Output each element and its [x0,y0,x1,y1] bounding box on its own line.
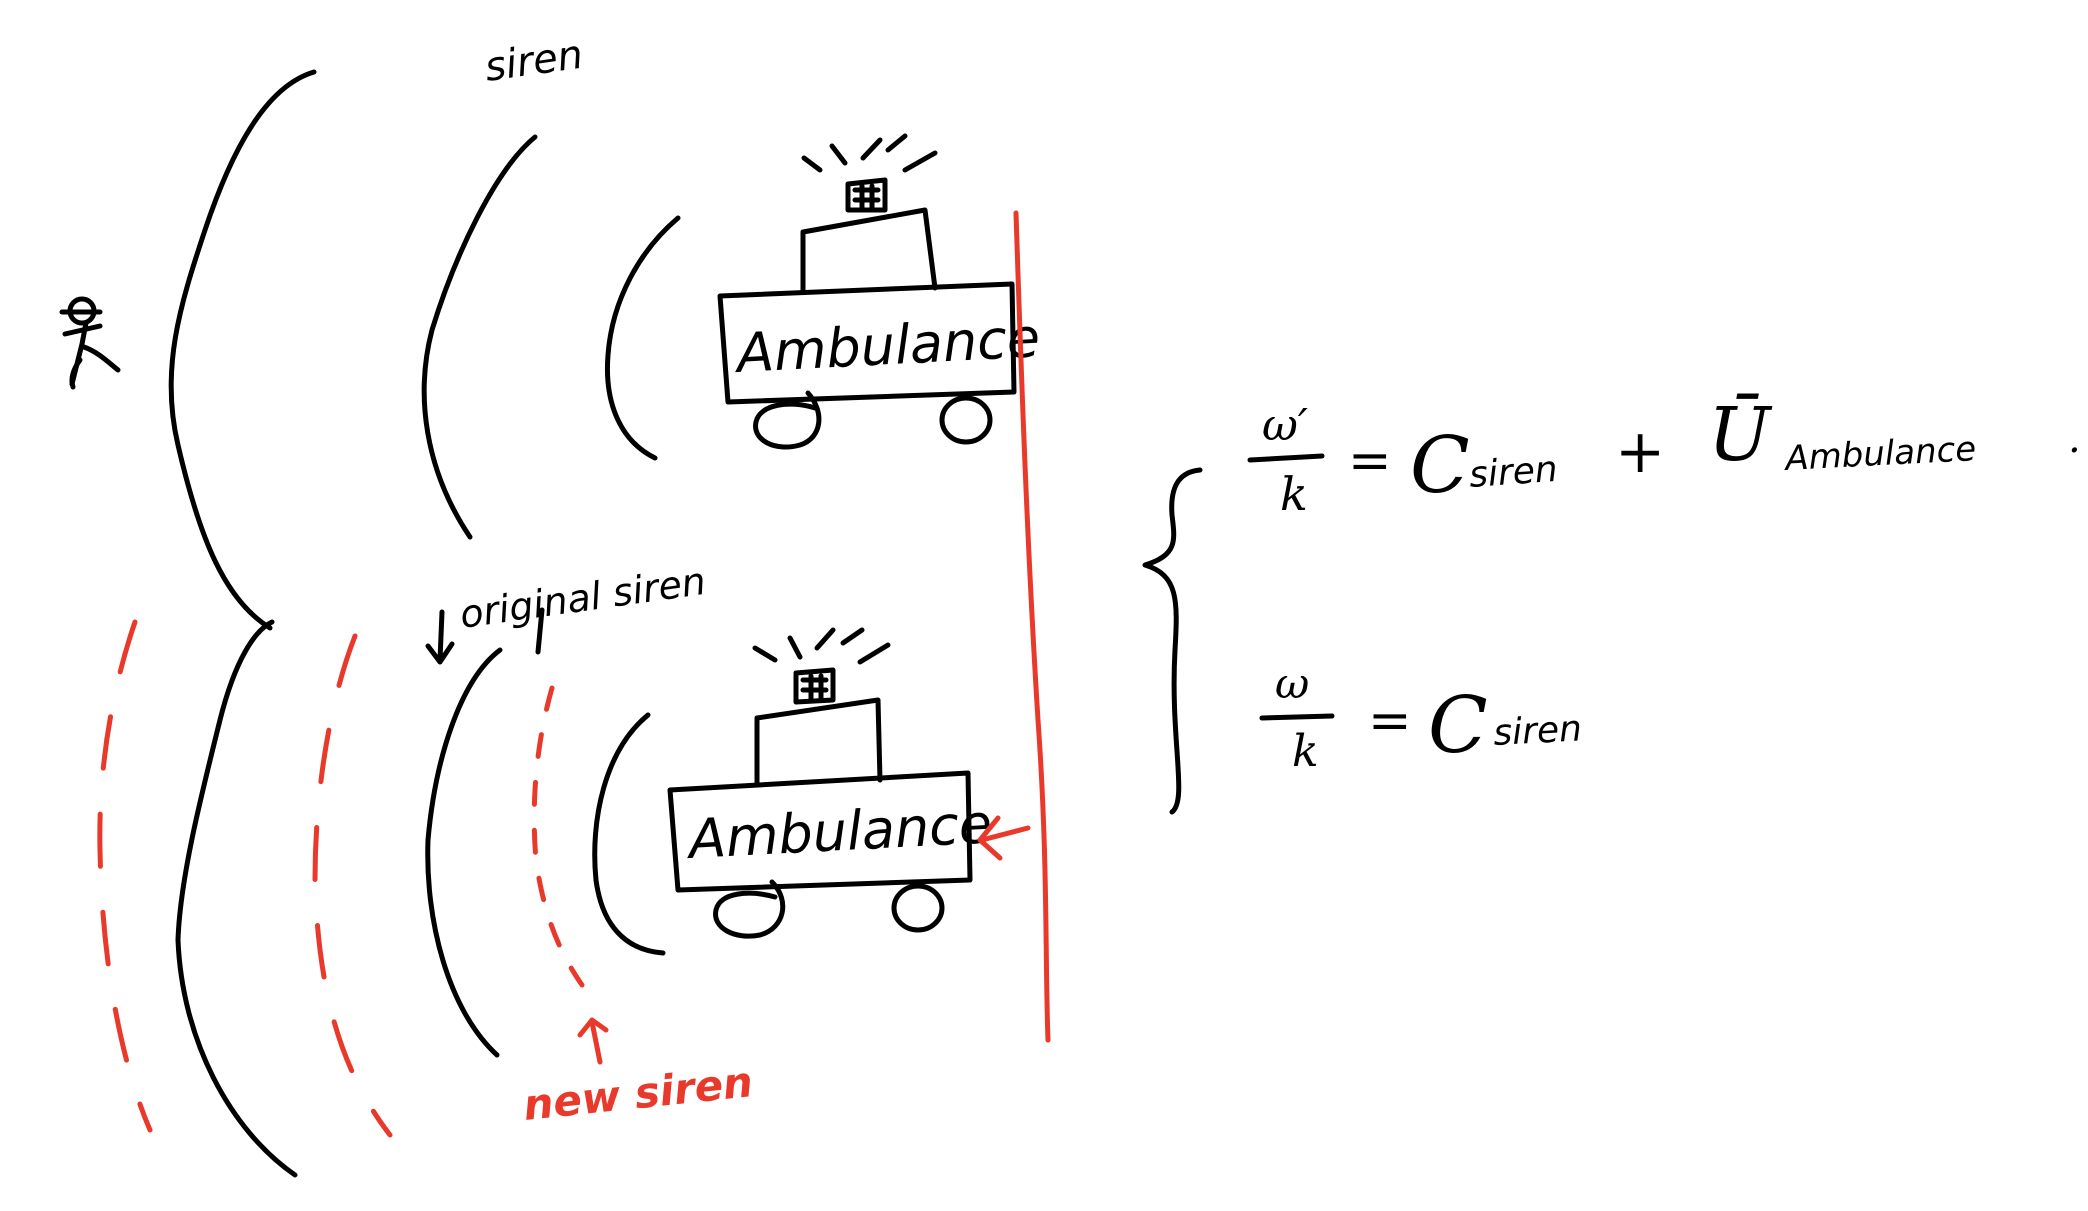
top-scene: siren Ambulance [59,32,1051,1043]
ambulance-top-cabin [800,207,938,293]
bottom-wave-outer [175,619,298,1178]
eq-bottom-numerator: ω [1275,659,1309,708]
bottom-wavefronts [175,619,666,1178]
equation-top: ω′ k = C siren + Ū Ambulance . [1247,392,2081,521]
listener-figure [59,296,121,390]
eq-bottom-c: C [1428,681,1488,771]
ambulance-bottom-label: Ambulance [684,792,993,871]
eq-bottom-c-sub: siren [1492,708,1583,754]
red-wave-middle [312,633,393,1138]
ambulance-top-wheel-left [753,390,822,450]
red-dashed-wavefronts [97,619,585,1138]
ambulance-bottom-rays-right [814,627,891,665]
ambulance-bottom-body [667,770,973,893]
bottom-wave-middle [425,647,503,1058]
curly-brace [1142,467,1203,815]
ambulance-top-rays-right [860,133,938,173]
ambulance-bottom-cabin [754,697,883,787]
eq-top-dot: . [2068,416,2081,462]
equations-group: ω′ k = C siren + Ū Ambulance . ω k = C s… [1142,392,2081,815]
equation-bottom: ω k = C siren [1259,659,1583,777]
eq-top-fraction-bar [1247,453,1325,463]
eq-top-denominator: k [1280,467,1308,521]
top-wave-middle [421,134,538,540]
ambulance-bottom-beacon [793,667,836,705]
ambulance-top: Ambulance [717,133,1042,450]
red-vertical-line [1013,210,1051,1043]
arrow-original-siren-left [425,609,455,665]
bottom-scene: original siren Ambulance [97,559,1031,1178]
eq-top-u-sub: Ambulance [1782,429,1977,479]
red-wave-outer [97,619,153,1133]
ambulance-bottom-wheel-left [713,879,786,939]
top-wave-outer [168,69,317,631]
ambulance-bottom: Ambulance [667,627,994,939]
red-arrow-left [977,815,1031,861]
eq-top-u: Ū [1708,392,1773,478]
eq-top-equals: = [1348,431,1392,491]
label-original-siren: original siren [457,559,708,637]
arrow-original-siren-right [535,607,545,655]
eq-top-numerator: ω′ [1262,400,1308,451]
label-siren-top: siren [482,32,586,91]
ambulance-top-wheel-right [939,395,993,445]
bottom-wave-inner [592,712,666,956]
ambulance-top-beacon [845,177,888,213]
ambulance-bottom-wheel-right [891,883,945,933]
ambulance-bottom-rays-left [752,635,803,663]
ambulance-top-label: Ambulance [732,306,1041,385]
label-new-siren: new siren [521,1057,755,1130]
eq-top-c: C [1410,421,1470,511]
red-arrow-up [577,1017,609,1065]
eq-bottom-denominator: k [1292,726,1319,777]
red-wave-new-siren [531,685,585,988]
top-wave-inner [604,215,681,461]
top-wavefronts [168,69,681,631]
eq-top-plus: + [1615,417,1665,487]
ambulance-top-rays-left [801,143,848,173]
eq-bottom-fraction-bar [1259,713,1335,721]
ambulance-top-body [717,281,1017,405]
eq-top-c-sub: siren [1468,449,1559,496]
eq-bottom-equals: = [1368,691,1412,751]
